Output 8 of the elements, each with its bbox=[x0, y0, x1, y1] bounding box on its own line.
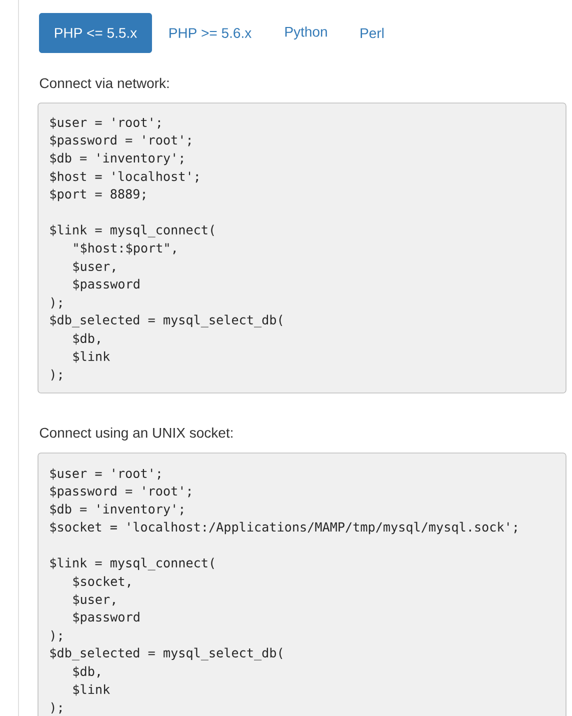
tab-link: Perl bbox=[360, 28, 384, 38]
tab-link: Python bbox=[285, 26, 327, 40]
code-block: $user = 'root'; $password = 'root'; $db = 'inventory'; $host = 'localhost'; $port = 8889; $link = mysql_connect( "$host:$port", $user, $password ); $db_selected = mysql_select_db( $db, $link ); bbox=[38, 102, 566, 394]
tab-button: PHP <= 5.5.x bbox=[39, 13, 152, 53]
tab-link: PHP >= 5.6.x bbox=[170, 28, 252, 38]
code-block: $user = 'root'; $password = 'root'; $db = 'inventory'; $socket = 'localhost:/Applications/MAMP/tmp/mysql/mysql.sock'; $link = mysql_connect( $socket, $user, $password ); $db_selected = mysql_select_db( $db, $link ); bbox=[38, 452, 566, 716]
section-label: Connect via network: bbox=[40, 78, 169, 88]
section-label: Connect using an UNIX socket: bbox=[40, 427, 232, 441]
